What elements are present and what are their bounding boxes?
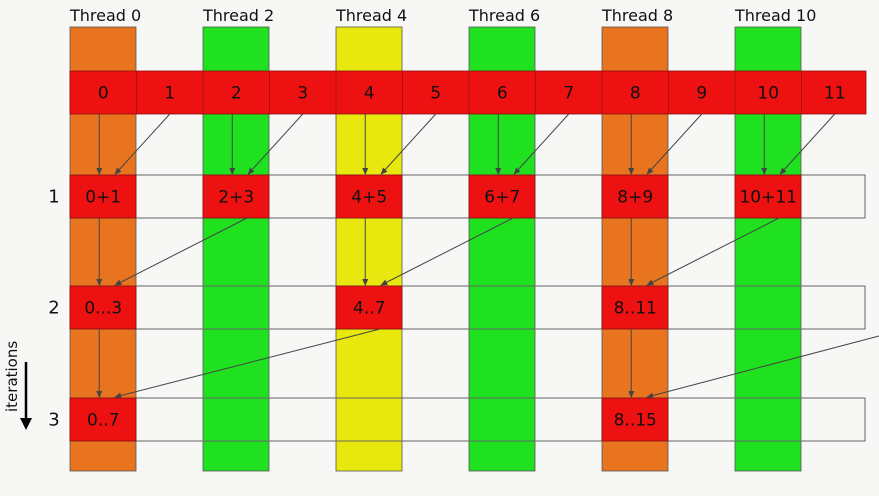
partial-sum-label: 0+1: [85, 188, 121, 208]
partial-sum-label: 2+3: [218, 188, 254, 208]
input-cell-value: 2: [231, 84, 242, 104]
partial-sum-cell: [202, 174, 270, 219]
reduction-arrow: [779, 113, 836, 175]
partial-sum-cell: [69, 285, 137, 330]
partial-sum-cell: [69, 397, 137, 442]
reduction-arrow: [247, 113, 304, 175]
partial-sum-label: 0...3: [84, 299, 122, 319]
reduction-arrows: [96, 113, 879, 399]
input-array-background: [69, 70, 867, 115]
partial-sum-cell: [601, 397, 669, 442]
input-cell-value: 0: [98, 84, 109, 104]
partial-sum-cell: [734, 174, 802, 219]
iterations-axis: iterations: [3, 341, 32, 430]
thread-label: Thread 4: [335, 6, 407, 25]
iteration-number: 3: [48, 410, 59, 431]
reduction-arrow: [380, 113, 437, 175]
partial-sum-cell: [468, 174, 536, 219]
partial-sum-cell: [335, 174, 403, 219]
partial-sum-cell: [69, 174, 137, 219]
input-cell-value: 5: [430, 84, 441, 104]
input-array-row: 0 1 2 3 4 5 6 7 8 9 10 11: [69, 70, 867, 115]
input-cell-value: 3: [297, 84, 308, 104]
reduction-arrow: [114, 113, 171, 175]
reduction-arrow: [380, 217, 514, 286]
input-cell-value: 8: [630, 84, 641, 104]
thread-label: Thread 8: [601, 6, 673, 25]
iteration-number: 2: [48, 298, 59, 319]
input-cell-value: 7: [563, 84, 574, 104]
partial-sum-cell: [601, 174, 669, 219]
iteration-number: 1: [48, 187, 59, 208]
thread-label: Thread 2: [202, 6, 274, 25]
partial-sum-label: 10+11: [739, 188, 797, 208]
partial-sum-label: 0..7: [87, 411, 119, 431]
partial-sum-label: 6+7: [484, 188, 520, 208]
partial-sum-label: 8..11: [614, 299, 657, 319]
partial-sum-cell: [335, 285, 403, 330]
input-cell-value: 11: [824, 84, 846, 104]
input-cell-value: 4: [364, 84, 375, 104]
partial-sum-cell: [601, 285, 669, 330]
down-arrow-icon: [20, 418, 32, 430]
reduction-arrow: [513, 113, 570, 175]
input-cell-value: 1: [164, 84, 175, 104]
partial-sum-label: 4..7: [353, 299, 385, 319]
reduction-arrow: [646, 113, 703, 175]
iterations-axis-label: iterations: [3, 341, 21, 412]
reduction-arrow: [114, 217, 248, 286]
partial-sum-label: 8..15: [614, 411, 657, 431]
thread-label: Thread 6: [468, 6, 540, 25]
thread-label: Thread 10: [734, 6, 816, 25]
labels: Thread 0 Thread 2 Thread 4 Thread 6 Thread 8…: [3, 6, 816, 431]
reduction-arrow: [646, 335, 879, 399]
partial-sum-cells: 0+1 2+3 4+5 6+7 8+9 10+11 0...3 4..7 8..11 0..7 8.…: [69, 174, 802, 442]
partial-sum-label: 8+9: [617, 188, 653, 208]
input-cell-value: 6: [497, 84, 508, 104]
thread-label: Thread 0: [69, 6, 141, 25]
partial-sum-label: 4+5: [351, 188, 387, 208]
reduction-arrow: [646, 217, 780, 286]
input-cell-value: 10: [757, 84, 779, 104]
reduction-arrow: [114, 328, 381, 399]
input-cell-value: 9: [696, 84, 707, 104]
